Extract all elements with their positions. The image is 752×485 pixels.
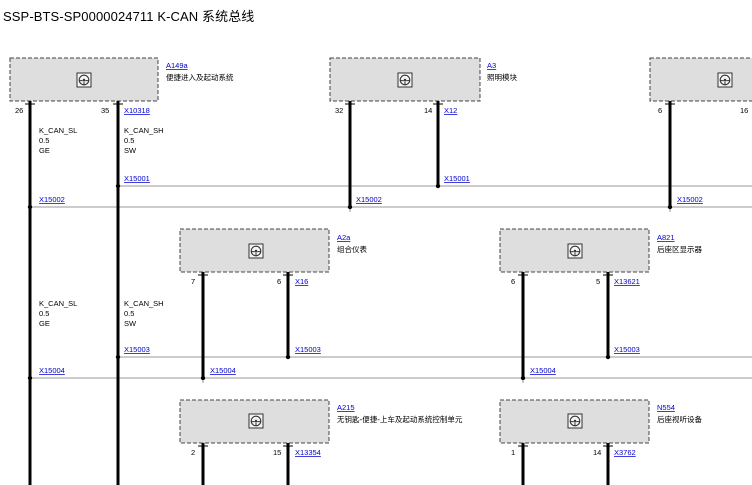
splice-link[interactable]: X15001 xyxy=(444,174,470,183)
ecu-a149a xyxy=(9,57,159,102)
steering-wheel-icon xyxy=(567,243,583,259)
pin-number: 16 xyxy=(740,106,748,115)
splice-link[interactable]: X15003 xyxy=(124,345,150,354)
ecu-name: 照明模块 xyxy=(487,72,517,82)
pin-number: 14 xyxy=(424,106,432,115)
pin-number: 14 xyxy=(593,448,601,457)
wire-section: 0.5 xyxy=(39,309,49,318)
pin-number: 35 xyxy=(101,106,109,115)
pin-number: 6 xyxy=(511,277,515,286)
splice-link[interactable]: X15002 xyxy=(39,195,65,204)
wire-name: K_CAN_SH xyxy=(124,126,164,135)
plug-link[interactable]: X3762 xyxy=(614,448,636,457)
splice-link[interactable]: X15001 xyxy=(124,174,150,183)
ecu-id-link[interactable]: A149a xyxy=(166,61,189,70)
pin-number: 26 xyxy=(15,106,23,115)
ecu-unnamed xyxy=(649,57,752,102)
splice-link[interactable]: X15002 xyxy=(677,195,703,204)
wire-color: GE xyxy=(39,319,50,328)
ecu-a821 xyxy=(499,228,650,273)
pin-number: 1 xyxy=(511,448,515,457)
pin-number: 5 xyxy=(596,277,600,286)
ecu-a215 xyxy=(179,399,330,444)
plug-link[interactable]: X16 xyxy=(295,277,308,286)
steering-wheel-icon xyxy=(248,243,264,259)
wire-name: K_CAN_SL xyxy=(39,126,77,135)
ecu-name: 无钥匙-便捷-上车及起动系统控制单元 xyxy=(337,414,463,424)
wire-color: GE xyxy=(39,146,50,155)
splice-link[interactable]: X15003 xyxy=(295,345,321,354)
plug-link[interactable]: X13354 xyxy=(295,448,321,457)
pin-number: 15 xyxy=(273,448,281,457)
ecu-n554 xyxy=(499,399,650,444)
wire-name: K_CAN_SL xyxy=(39,299,77,308)
wire-name: K_CAN_SH xyxy=(124,299,164,308)
steering-wheel-icon xyxy=(397,72,413,88)
ecu-id-link[interactable]: A3 xyxy=(487,61,496,70)
ecu-name: 组合仪表 xyxy=(337,244,367,254)
pin-number: 6 xyxy=(658,106,662,115)
wire-color: SW xyxy=(124,146,137,155)
plug-link[interactable]: X10318 xyxy=(124,106,150,115)
ecu-a3 xyxy=(329,57,481,102)
pin-number: 2 xyxy=(191,448,195,457)
splice-link[interactable]: X15003 xyxy=(614,345,640,354)
steering-wheel-icon xyxy=(567,413,583,429)
splice-link[interactable]: X15002 xyxy=(356,195,382,204)
ecu-id-link[interactable]: A2a xyxy=(337,233,351,242)
splice-link[interactable]: X15004 xyxy=(530,366,556,375)
pin-number: 7 xyxy=(191,277,195,286)
wire-section: 0.5 xyxy=(124,136,134,145)
pin-number: 6 xyxy=(277,277,281,286)
splice-link[interactable]: X15004 xyxy=(210,366,236,375)
steering-wheel-icon xyxy=(717,72,733,88)
wire-section: 0.5 xyxy=(124,309,134,318)
steering-wheel-icon xyxy=(76,72,92,88)
ecu-id-link[interactable]: N554 xyxy=(657,403,675,412)
plug-link[interactable]: X13621 xyxy=(614,277,640,286)
wire-color: SW xyxy=(124,319,137,328)
wire-section: 0.5 xyxy=(39,136,49,145)
ecu-name: 便捷进入及起动系统 xyxy=(166,72,234,82)
ecu-name: 后座视听设备 xyxy=(657,414,702,424)
steering-wheel-icon xyxy=(248,413,264,429)
plug-link[interactable]: X12 xyxy=(444,106,457,115)
ecu-id-link[interactable]: A215 xyxy=(337,403,355,412)
page-title: SSP-BTS-SP0000024711 K-CAN 系统总线 xyxy=(3,9,255,24)
ecu-id-link[interactable]: A821 xyxy=(657,233,675,242)
ecu-a2a xyxy=(179,228,330,273)
splice-link[interactable]: X15004 xyxy=(39,366,65,375)
ecu-name: 后座区显示器 xyxy=(657,244,702,254)
pin-number: 32 xyxy=(335,106,343,115)
